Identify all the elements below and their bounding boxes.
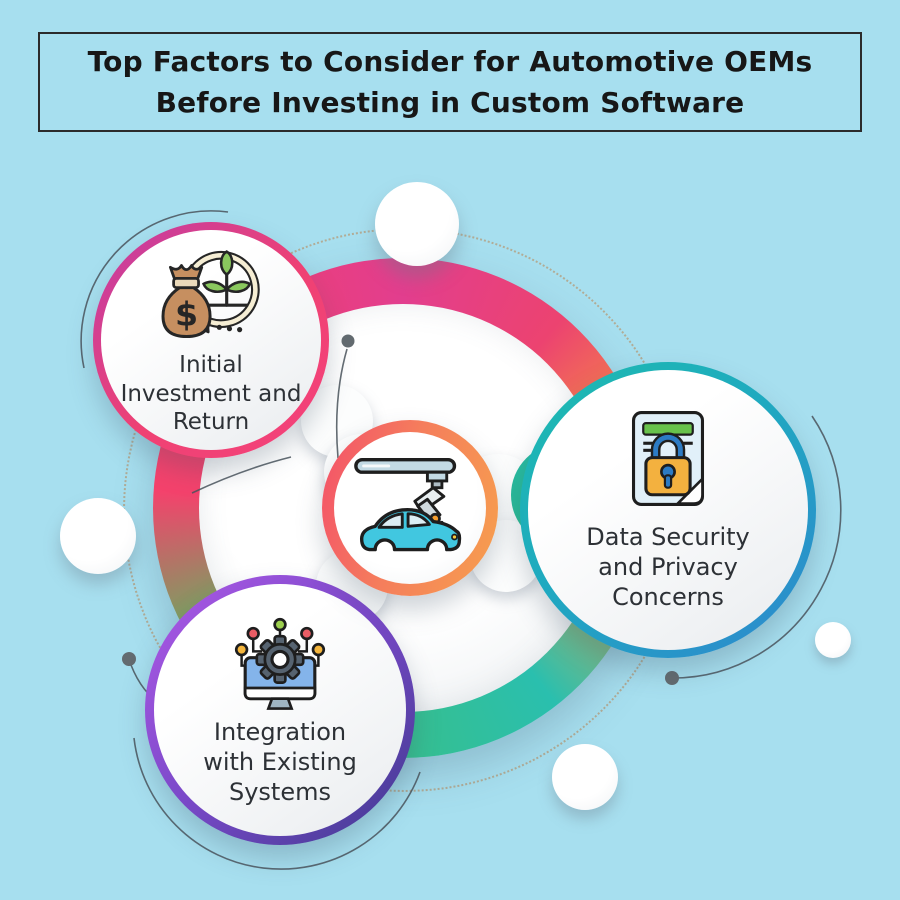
svg-text:$: $	[175, 294, 198, 333]
node-data-security-privacy: Data Security and Privacy Concerns	[520, 362, 816, 658]
node-initial-investment-inner: $ Initial Investment and Return	[101, 230, 321, 450]
node-label-data-security: Data Security and Privacy Concerns	[586, 522, 750, 611]
car-assembly-robot-icon	[354, 457, 462, 552]
document-lock-icon	[631, 410, 705, 506]
callout-dot	[665, 671, 679, 685]
node-data-security-inner: Data Security and Privacy Concerns	[528, 370, 808, 650]
money-bag-growth-icon: $	[161, 249, 260, 338]
page-title-line-1: Top Factors to Consider for Automotive O…	[87, 44, 813, 78]
monitor-gear-icon	[234, 617, 326, 710]
node-center-inner	[334, 432, 486, 584]
node-center-car-assembly	[322, 420, 498, 596]
title-box: Top Factors to Consider for Automotive O…	[38, 32, 862, 132]
node-initial-investment: $ Initial Investment and Return	[93, 222, 329, 458]
decorative-circle-top	[375, 182, 459, 266]
callout-dot	[122, 652, 136, 666]
node-integration-inner: Integration with Existing Systems	[154, 584, 406, 836]
node-label-initial-investment: Initial Investment and Return	[120, 351, 302, 436]
page-title-line-2: Before Investing in Custom Software	[155, 86, 745, 119]
decorative-circle-left	[60, 498, 136, 574]
node-label-integration: Integration with Existing Systems	[203, 718, 357, 806]
node-integration-existing-systems: Integration with Existing Systems	[145, 575, 415, 845]
decorative-circle-bottom-right	[815, 622, 851, 658]
decorative-circle-bottom	[552, 744, 618, 810]
